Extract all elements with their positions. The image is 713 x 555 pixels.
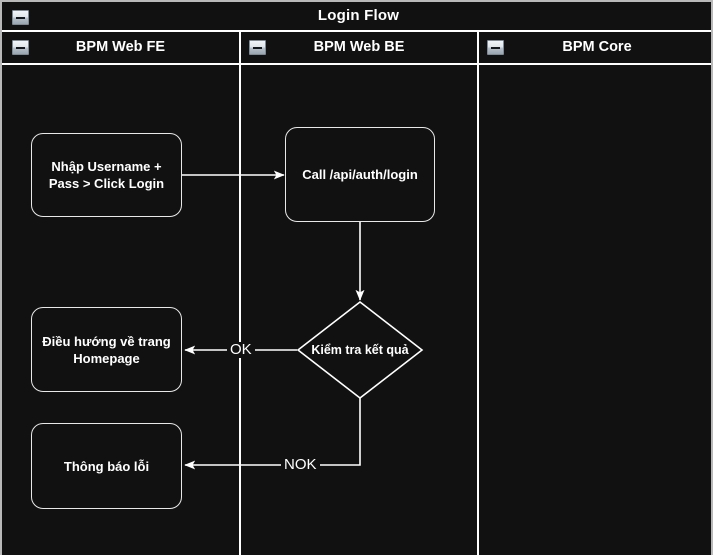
node-label-go-homepage: Điều hướng về trang Homepage <box>42 333 171 366</box>
lane-label-be: BPM Web BE <box>313 39 405 55</box>
lane-divider-fe-be <box>239 32 241 555</box>
lane-divider-be-core <box>477 32 479 555</box>
lane-collapse-icon-be[interactable] <box>249 40 266 55</box>
lane-header-core: BPM Core <box>479 32 711 65</box>
lane-header-fe: BPM Web FE <box>2 32 239 65</box>
edge-label-ok: OK <box>227 342 255 358</box>
pool-title-bar: Login Flow <box>2 2 711 32</box>
node-call-login-api[interactable]: Call /api/auth/login <box>285 127 435 222</box>
node-input-credentials[interactable]: Nhập Username + Pass > Click Login <box>31 133 182 217</box>
edge-label-nok: NOK <box>281 457 320 473</box>
edge-check-nok-to-error <box>184 398 361 470</box>
lane-label-fe: BPM Web FE <box>75 39 166 55</box>
page-title: Login Flow <box>317 7 400 24</box>
node-label-show-error: Thông báo lỗi <box>63 458 150 474</box>
pool-collapse-icon[interactable] <box>12 10 29 25</box>
node-show-error[interactable]: Thông báo lỗi <box>31 423 182 509</box>
node-label-check-result: Kiểm tra kết quả <box>311 343 409 357</box>
lane-label-core: BPM Core <box>562 39 632 55</box>
node-label-input-credentials: Nhập Username + Pass > Click Login <box>48 159 165 191</box>
lane-collapse-icon-fe[interactable] <box>12 40 29 55</box>
node-go-homepage[interactable]: Điều hướng về trang Homepage <box>31 307 182 392</box>
lane-collapse-icon-core[interactable] <box>487 40 504 55</box>
node-label-call-login-api: Call /api/auth/login <box>302 167 418 182</box>
lane-header-be: BPM Web BE <box>241 32 477 65</box>
